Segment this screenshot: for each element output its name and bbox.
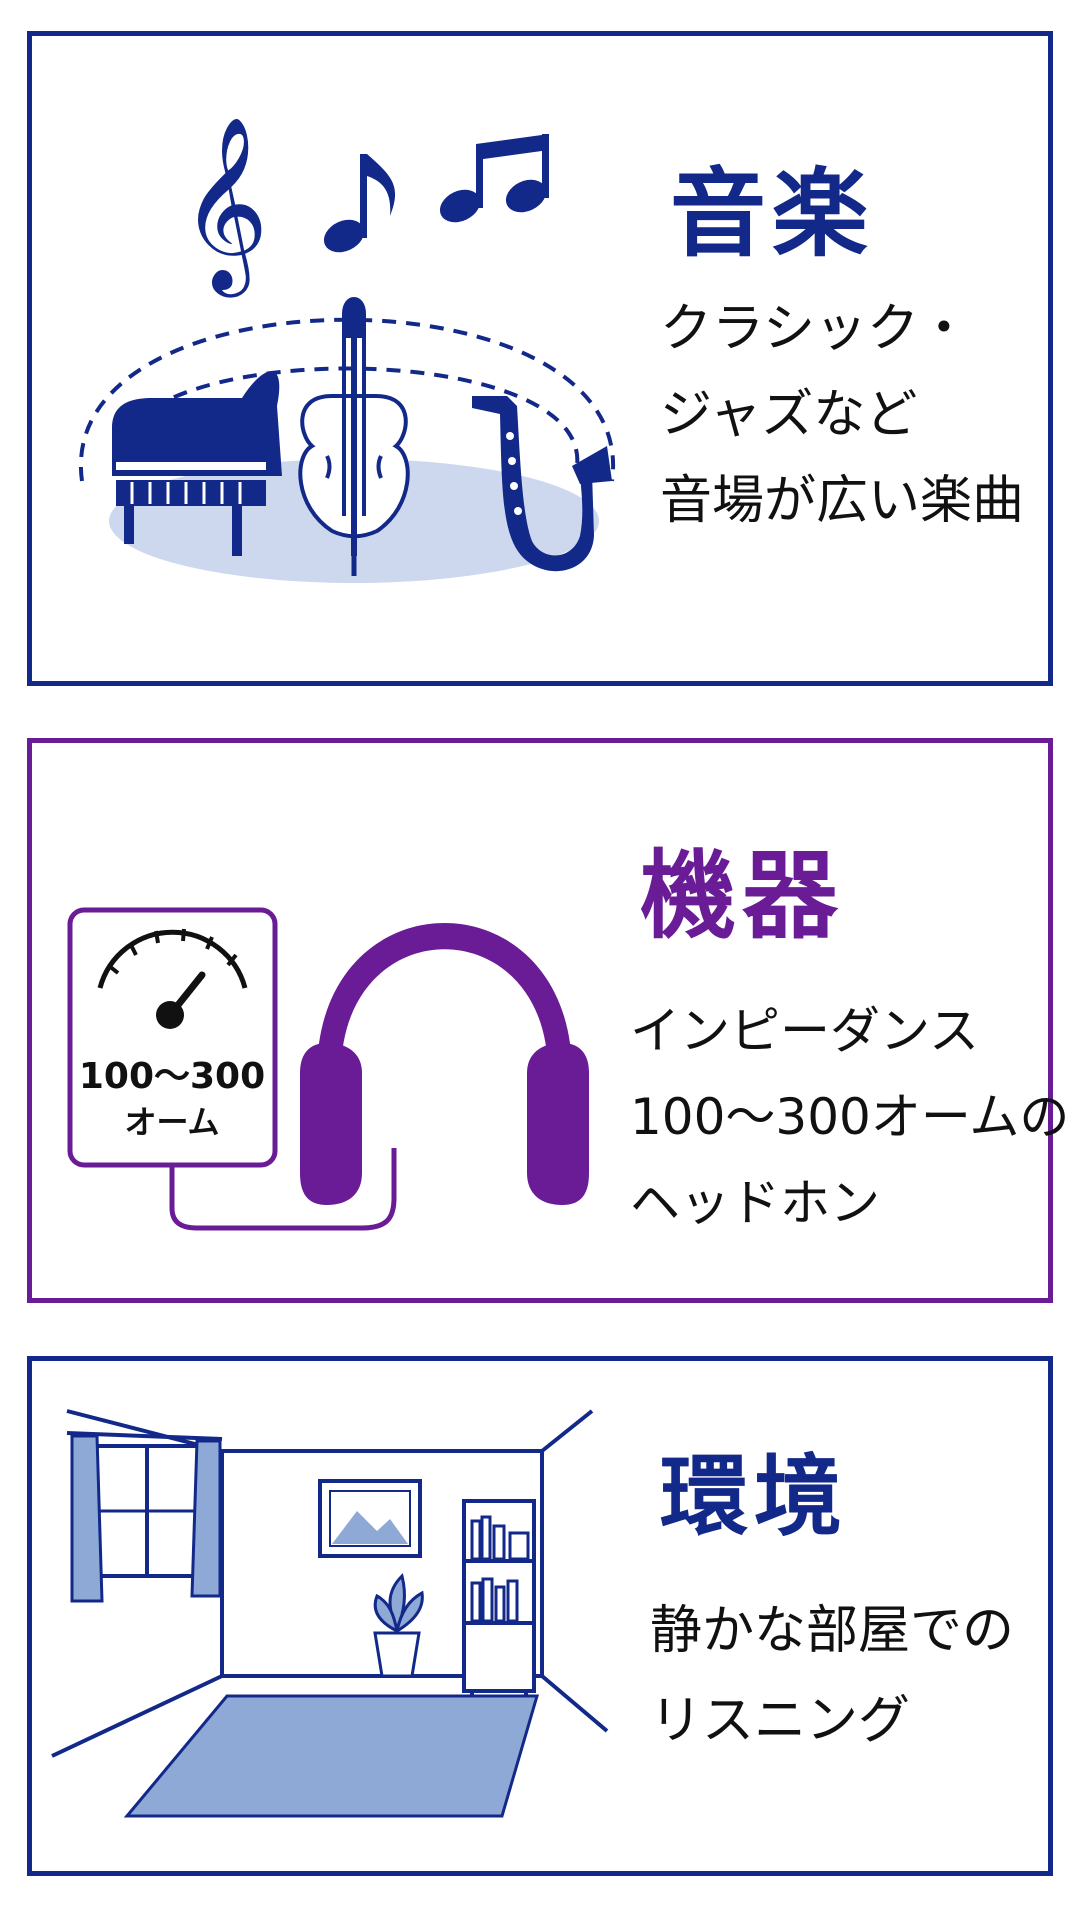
- window-icon: [66, 1431, 223, 1603]
- device-illustration: 100～300 オーム: [67, 907, 589, 1231]
- music-title: 音楽: [670, 158, 874, 270]
- music-description-line: ジャズなど: [660, 385, 918, 445]
- music-description-line: 音場が広い楽曲: [660, 471, 1025, 531]
- cable-icon: [169, 1148, 397, 1231]
- beamed-notes-icon: [439, 134, 549, 223]
- meter-value: 100～300: [79, 1056, 265, 1097]
- device-description-line: ヘッドホン: [630, 1174, 880, 1232]
- impedance-meter-icon: 100～300 オーム: [67, 907, 278, 1168]
- music-description: クラシック・ ジャズなど 音場が広い楽曲: [660, 286, 1024, 544]
- saxophone-icon: [472, 396, 612, 572]
- meter-unit: オーム: [124, 1103, 219, 1141]
- grand-piano-icon: [112, 371, 282, 556]
- rug-icon: [123, 1694, 539, 1818]
- device-panel: 100～300 オーム 機器 インピーダンス 100～300オームの ヘッドホン: [27, 738, 1069, 1303]
- room-illustration: [51, 1409, 609, 1818]
- cello-icon: [298, 297, 410, 576]
- picture-frame-icon: [318, 1479, 422, 1558]
- environment-panel: 環境 静かな部屋での リスニング: [27, 1356, 1053, 1876]
- environment-description-line: リスニング: [650, 1691, 911, 1751]
- treble-clef-icon: 𝄞: [180, 116, 269, 298]
- svg-text:𝄞: 𝄞: [180, 116, 269, 298]
- plant-icon: [373, 1573, 424, 1678]
- music-panel: 𝄞: [27, 31, 1053, 686]
- device-description-line: インピーダンス: [630, 1002, 979, 1060]
- environment-description-line: 静かな部屋での: [650, 1601, 1015, 1661]
- bookshelf-icon: [462, 1499, 536, 1706]
- device-title: 機器: [640, 840, 844, 952]
- environment-title: 環境: [660, 1445, 849, 1548]
- room-icon: [51, 1409, 609, 1758]
- eighth-note-icon: [323, 154, 396, 253]
- device-description: インピーダンス 100～300オームの ヘッドホン: [630, 988, 1069, 1246]
- music-illustration: 𝄞: [78, 116, 616, 583]
- music-description-line: クラシック・: [660, 299, 970, 359]
- environment-description: 静かな部屋での リスニング: [650, 1586, 1014, 1766]
- headphones-icon: [300, 923, 589, 1205]
- device-description-line: 100～300オームの: [630, 1088, 1070, 1146]
